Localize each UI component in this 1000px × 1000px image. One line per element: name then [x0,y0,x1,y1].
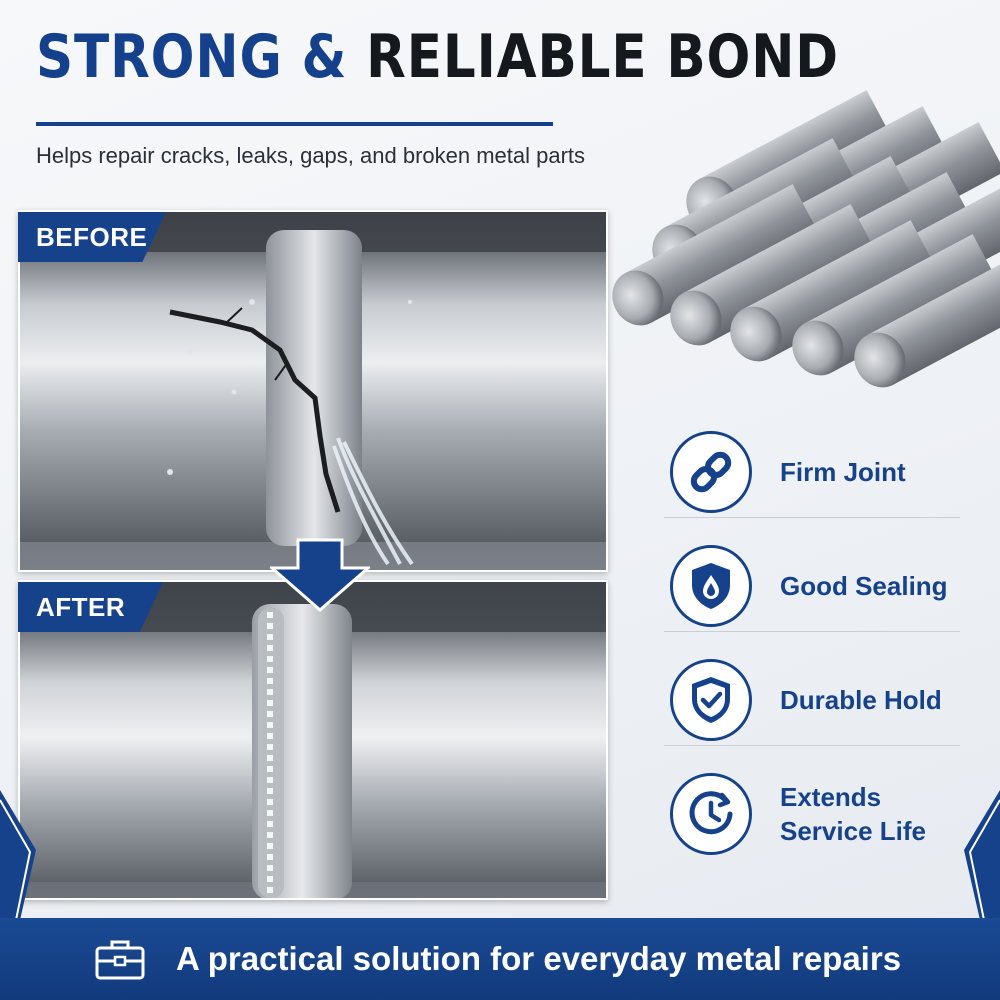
feature-label: Good Sealing [780,571,948,601]
metal-rods-image [612,90,1000,388]
feature-good-sealing: Good Sealing [664,529,960,643]
feature-divider [664,517,960,518]
welded-pipe-illustration [20,582,606,898]
after-photo [18,580,608,900]
shield-check-icon [670,659,752,741]
feature-label: Firm Joint [780,457,906,487]
clock-refresh-icon [670,773,752,855]
feature-divider [664,745,960,746]
corner-accent-right [964,790,1000,920]
chain-link-icon [670,431,752,513]
toolbox-icon [95,940,145,980]
feature-extends-service-life: Extends Service Life [664,757,960,871]
feature-label: Extends Service Life [780,782,926,846]
headline-part-2: RELIABLE BOND [366,22,839,92]
after-label: AFTER [18,582,163,632]
footer-banner: A practical solution for everyday metal … [0,918,1000,1000]
down-arrow-icon [270,538,370,612]
corner-accent-left [0,790,36,920]
headline-underline [36,122,553,126]
cracked-pipe-illustration [20,212,606,570]
feature-firm-joint: Firm Joint [664,415,960,529]
feature-durable-hold: Durable Hold [664,643,960,757]
feature-label: Durable Hold [780,685,942,715]
headline-part-1: STRONG & [36,22,348,92]
subtitle: Helps repair cracks, leaks, gaps, and br… [36,143,586,168]
shield-water-drop-icon [670,545,752,627]
before-photo [18,210,608,572]
footer-text: A practical solution for everyday metal … [176,940,902,977]
feature-divider [664,631,960,632]
before-label: BEFORE [18,212,166,262]
headline: STRONG & RELIABLE BOND [36,22,839,92]
